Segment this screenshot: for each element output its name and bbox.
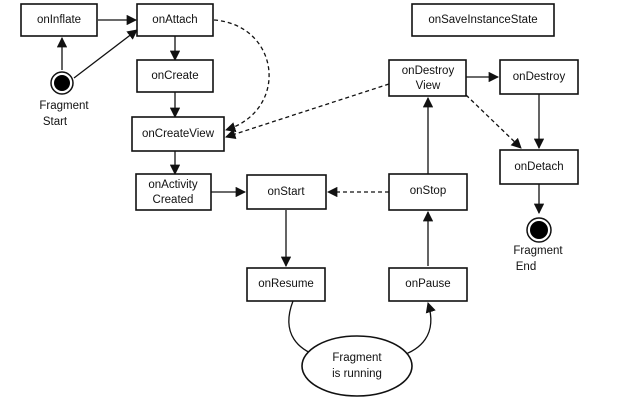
node-oninflate: onInflate <box>20 3 98 37</box>
node-onstart: onStart <box>246 174 327 210</box>
edge-onattach-to-oncreateview <box>213 19 270 133</box>
node-oncreateview: onCreateView <box>131 116 225 152</box>
node-oncreate: onCreate <box>136 59 214 93</box>
fragment-start-label-line1: Fragment <box>39 100 89 112</box>
node-onresume: onResume <box>246 267 326 302</box>
node-onactivitycreated-label-line1: onActivity <box>148 179 197 191</box>
node-ondetach: onDetach <box>499 149 579 185</box>
node-ondestroy-label: onDestroy <box>513 71 566 83</box>
edges <box>56 14 545 357</box>
node-onactivitycreated-label-line2: Created <box>153 194 194 206</box>
node-onsaveinstancestate-label: onSaveInstanceState <box>428 14 537 26</box>
node-fragment-running-line2: is running <box>332 368 382 380</box>
node-onresume-label: onResume <box>258 278 314 290</box>
node-onpause: onPause <box>388 267 468 302</box>
edge-running-to-onpause <box>399 302 436 357</box>
node-oninflate-label: onInflate <box>37 14 81 26</box>
fragment-end-label-line2: End <box>516 261 536 273</box>
node-fragment-running-line1: Fragment <box>332 352 382 364</box>
node-onpause-label: onPause <box>405 278 450 290</box>
node-fragment-running: Fragment is running <box>301 335 413 397</box>
edge-start-to-onattach <box>73 29 138 79</box>
node-onattach-label: onAttach <box>152 14 197 26</box>
node-oncreate-label: onCreate <box>151 70 198 82</box>
node-oncreateview-label: onCreateView <box>142 128 215 140</box>
node-onstop: onStop <box>388 173 468 211</box>
fragment-end-node: Fragment End <box>513 217 563 273</box>
fragment-end-label-line1: Fragment <box>513 245 563 257</box>
node-ondestroyview-label-line2: View <box>416 80 441 92</box>
node-onstop-label: onStop <box>410 185 446 197</box>
node-onactivitycreated: onActivity Created <box>135 173 212 211</box>
node-onstart-label: onStart <box>267 186 305 198</box>
node-ondestroyview: onDestroy View <box>388 59 467 97</box>
edge-ondestroyview-to-oncreateview <box>225 83 390 140</box>
fragment-start-label-line2: Start <box>43 116 68 128</box>
node-ondestroyview-label-line1: onDestroy <box>402 65 455 77</box>
node-onattach: onAttach <box>136 3 214 37</box>
node-ondestroy: onDestroy <box>499 59 579 95</box>
node-ondetach-label: onDetach <box>514 161 563 173</box>
node-onsaveinstancestate: onSaveInstanceState <box>411 3 555 37</box>
edge-ondestroyview-to-ondetach <box>465 94 522 149</box>
fragment-start-node: Fragment Start <box>39 71 89 128</box>
